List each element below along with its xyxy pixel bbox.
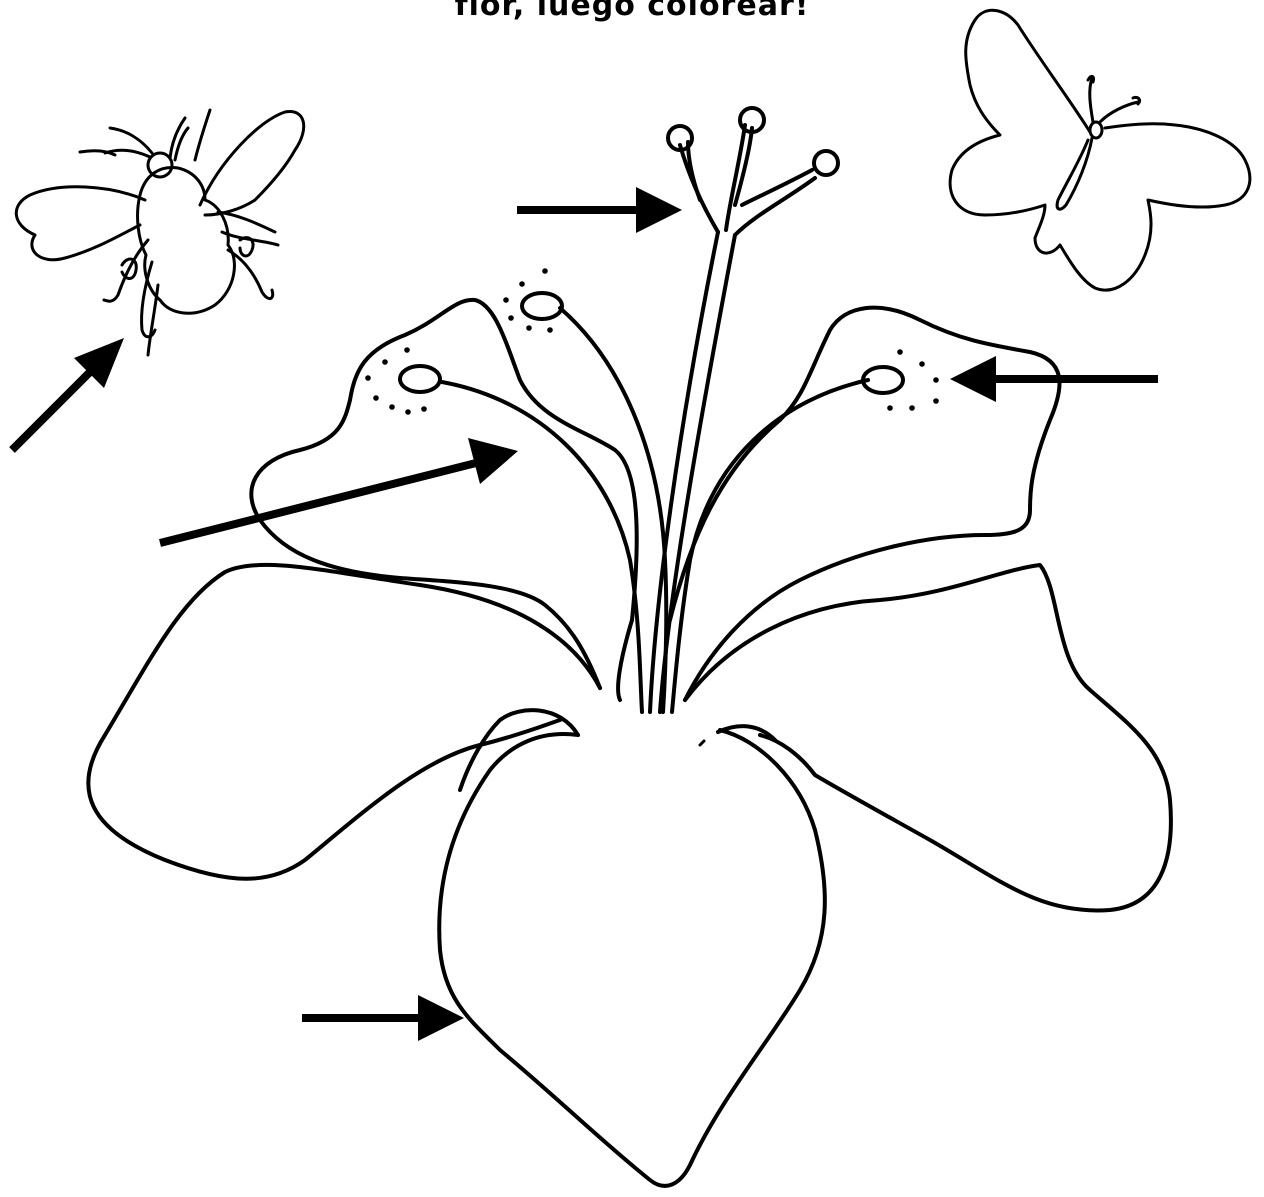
front-petal-left-curl: [460, 710, 578, 790]
arrow-to-filament: [160, 438, 518, 543]
pollen-dots-center: [503, 268, 553, 333]
anther-left: [400, 366, 440, 392]
front-petal-dot: [700, 741, 704, 745]
right-petal: [685, 565, 1171, 910]
front-petal: [439, 730, 825, 1186]
pollen-dots-left: [365, 347, 427, 415]
arrow-to-stigma: [517, 187, 682, 233]
bee-outline-icon: [16, 110, 303, 355]
filament-left: [442, 382, 642, 712]
filament-inner-left: [618, 620, 632, 700]
butterfly-outline-icon: [950, 10, 1250, 290]
arrow-to-front-petal: [302, 995, 464, 1041]
upper-right-petal: [670, 308, 1060, 700]
style-left-edge: [650, 232, 718, 712]
stigma-lobe-right: [814, 151, 838, 175]
pollen-dots-right: [887, 349, 939, 411]
left-petal: [88, 565, 600, 879]
anther-center: [522, 293, 562, 319]
arrow-to-bee: [12, 338, 124, 450]
upper-left-petal: [251, 300, 636, 688]
